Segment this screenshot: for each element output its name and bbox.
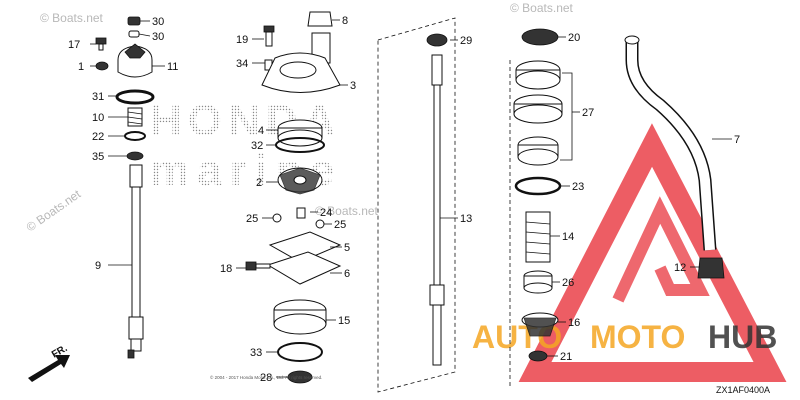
- part-14-spring: [525, 211, 551, 263]
- callout-6[interactable]: 6: [344, 268, 350, 280]
- front-direction-indicator: FR.: [28, 343, 70, 382]
- callout-30[interactable]: 30: [152, 16, 164, 28]
- part-18-bolt: [245, 261, 271, 271]
- part-24-key: [296, 207, 306, 219]
- callout-25[interactable]: 25: [334, 219, 346, 231]
- watermark-middle: © Boats.net: [315, 204, 379, 218]
- part-19-bolt: [263, 25, 275, 47]
- callout-32[interactable]: 32: [251, 140, 263, 152]
- part-8-grommet: [307, 11, 333, 27]
- part-10-spring: [127, 107, 143, 127]
- part-11-housing: [117, 43, 153, 78]
- callout-14[interactable]: 14: [562, 231, 574, 243]
- bearing-parts: [513, 28, 580, 362]
- part-29-bearing: [426, 33, 448, 47]
- callout-12[interactable]: 12: [674, 262, 686, 274]
- callout-3[interactable]: 3: [350, 80, 356, 92]
- part-17-bolt: [95, 37, 107, 51]
- part-30-nut: [127, 16, 141, 26]
- callout-2[interactable]: 2: [256, 177, 262, 189]
- callout-26[interactable]: 26: [562, 277, 574, 289]
- callout-22[interactable]: 22: [92, 131, 104, 143]
- callout-9[interactable]: 9: [95, 260, 101, 272]
- callout-11[interactable]: 11: [167, 61, 178, 73]
- part-15-lower-housing: [273, 299, 327, 335]
- part-12-grommet: [690, 257, 725, 279]
- part-25-key: [315, 219, 325, 229]
- part-1-washer: [95, 61, 109, 71]
- callout-21[interactable]: 21: [560, 351, 572, 363]
- part-27-bearing-assy: [513, 60, 580, 166]
- callout-17[interactable]: 17: [68, 39, 80, 51]
- part-9-driveshaft: [127, 164, 144, 359]
- part-6-plate: [266, 251, 342, 285]
- part-2-impeller: [277, 167, 323, 195]
- part-30-washer: [128, 30, 140, 38]
- watermark-top-left: © Boats.net: [40, 11, 104, 25]
- part-20-cap: [521, 28, 559, 46]
- part-5-gasket: [268, 231, 342, 263]
- callout-19[interactable]: 19: [236, 34, 248, 46]
- callout-13[interactable]: 13: [460, 213, 472, 225]
- automotohub-logo: AUTO MOTO HUB: [472, 123, 787, 382]
- logo-word-moto: MOTO: [590, 319, 685, 355]
- callout-1[interactable]: 1: [78, 61, 84, 73]
- part-22-washer: [124, 131, 146, 141]
- callout-34[interactable]: 34: [236, 58, 248, 70]
- callout-27[interactable]: 27: [582, 107, 594, 119]
- copyright-fine-print: © 2004 - 2017 Honda Motor Co., Ltd. All …: [210, 374, 322, 380]
- callout-35[interactable]: 35: [92, 151, 104, 163]
- callout-20[interactable]: 20: [568, 32, 580, 44]
- callout-24[interactable]: 24: [320, 207, 332, 219]
- part-16-gear: [521, 312, 559, 337]
- diagram-code: ZX1AF0400A: [716, 385, 770, 395]
- part-21-nut: [528, 350, 548, 362]
- part-23-ring: [514, 176, 562, 196]
- callout-4[interactable]: 4: [258, 125, 264, 137]
- watermark-top-right: © Boats.net: [510, 1, 574, 15]
- callout-31[interactable]: 31: [92, 91, 104, 103]
- part-4-liner: [277, 119, 323, 147]
- callout-7[interactable]: 7: [734, 134, 740, 146]
- callout-16[interactable]: 16: [568, 317, 580, 329]
- callout-28[interactable]: 28: [260, 372, 272, 384]
- callout-18[interactable]: 18: [220, 263, 232, 275]
- callout-8[interactable]: 8: [342, 15, 348, 27]
- part-7-water-tube: [624, 35, 732, 251]
- front-arrow-icon: [28, 355, 70, 382]
- part-3-pump-housing: [261, 32, 341, 93]
- part-26-collar: [523, 270, 553, 294]
- water-pump-parts: [236, 11, 348, 384]
- part-35-nut: [126, 151, 144, 161]
- part-31-oring: [115, 89, 155, 105]
- callout-15[interactable]: 15: [338, 315, 350, 327]
- callout-5[interactable]: 5: [344, 242, 350, 254]
- callout-29[interactable]: 29: [460, 35, 472, 47]
- callout-23[interactable]: 23: [572, 181, 584, 193]
- watermark-left-mid: © Boats.net: [24, 187, 84, 235]
- logo-word-hub: HUB: [708, 319, 777, 355]
- part-13-vertical-shaft: [426, 33, 458, 366]
- callout-33[interactable]: 33: [250, 347, 262, 359]
- callout-labels: 30 30 17 1 11 31 10 22 35 9 8 19 34 3 4 …: [68, 15, 740, 384]
- callout-25[interactable]: 25: [246, 213, 258, 225]
- shaft-group-outline: [377, 17, 456, 393]
- part-25-key: [272, 213, 282, 223]
- part-33-oring: [277, 342, 323, 362]
- callout-30[interactable]: 30: [152, 31, 164, 43]
- callout-10[interactable]: 10: [92, 112, 104, 124]
- left-column-parts: [90, 16, 165, 359]
